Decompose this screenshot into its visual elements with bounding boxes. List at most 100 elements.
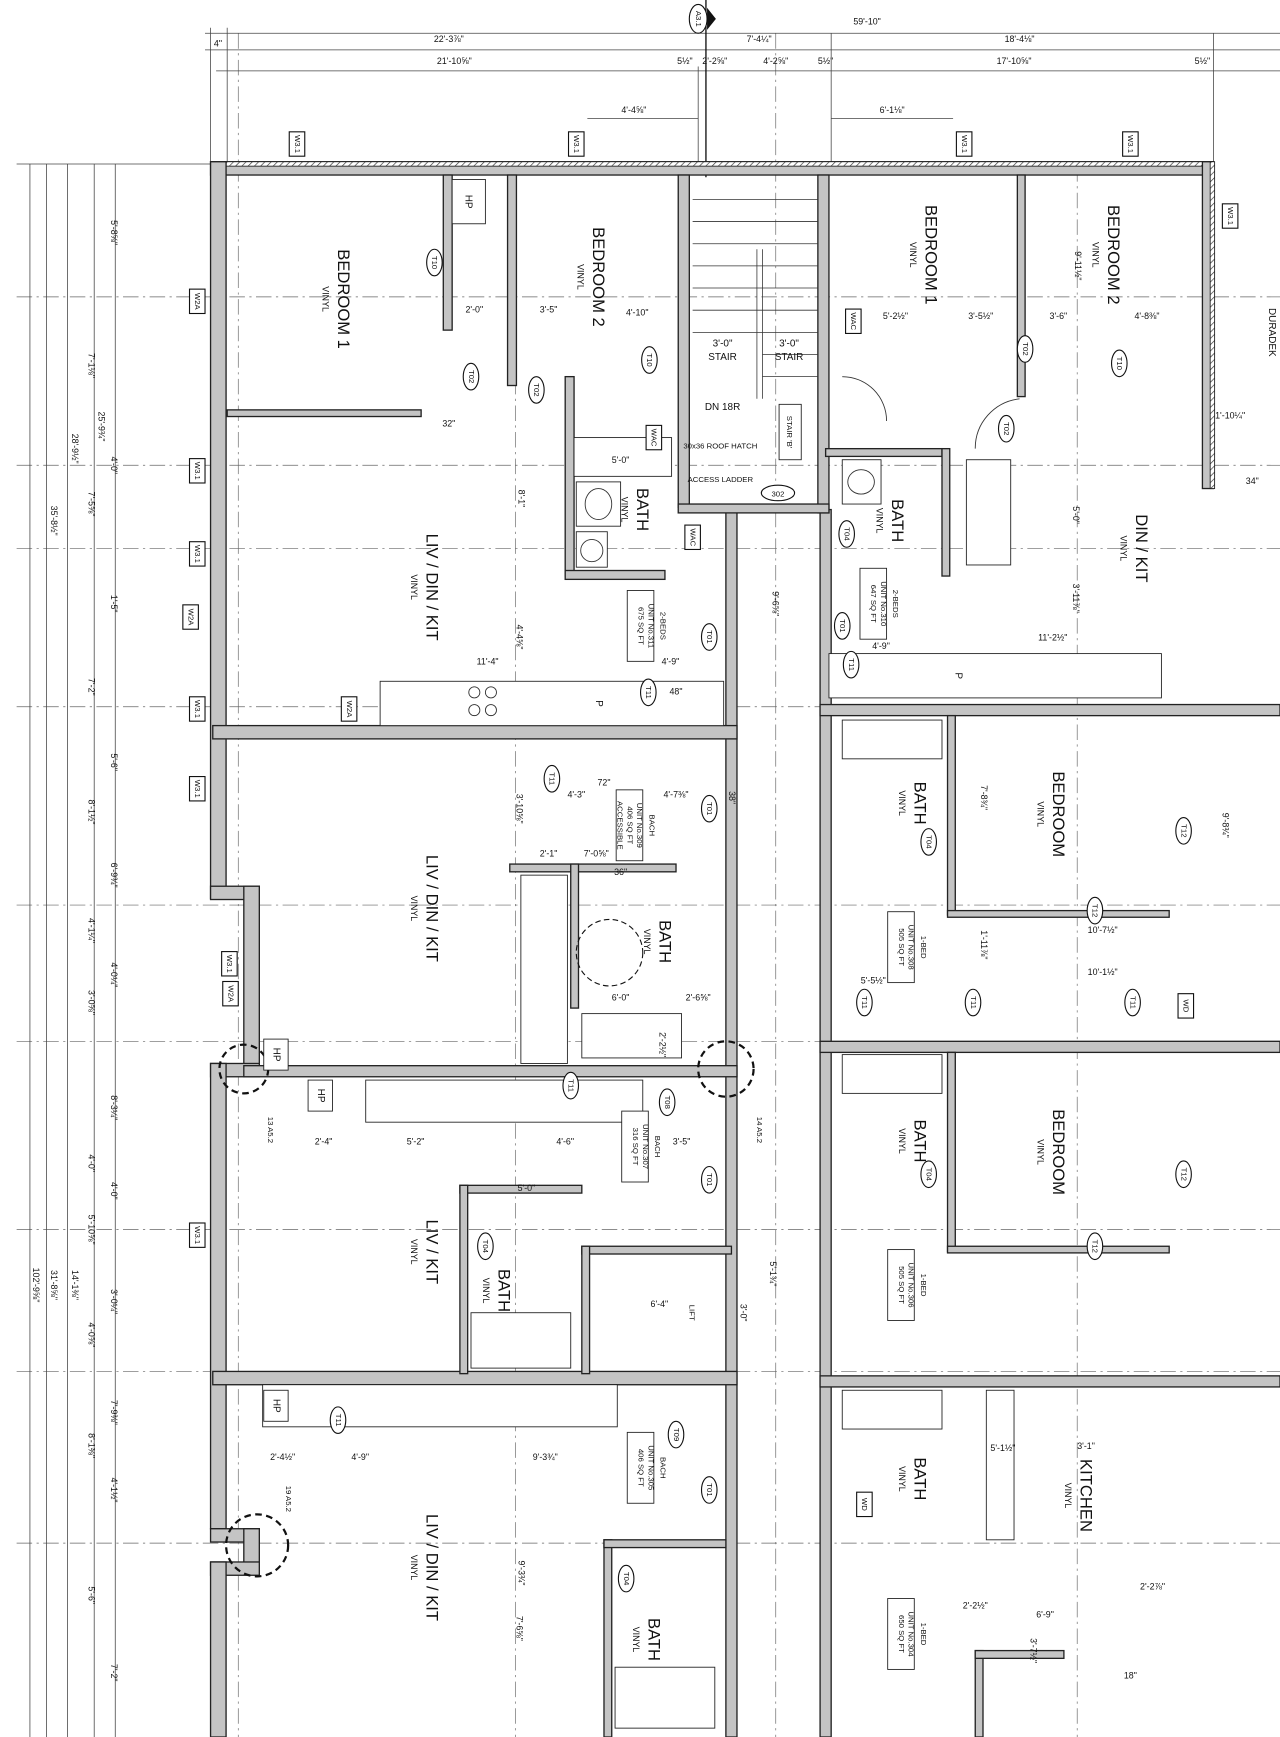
interior-dimension: 5'-1½" <box>990 1443 1015 1453</box>
tag-label: T01 <box>838 619 847 632</box>
door-window-tag[interactable]: T04 <box>838 520 855 548</box>
door-window-tag[interactable]: W3.1 <box>188 696 206 722</box>
door-window-tag[interactable]: W3.1 <box>567 131 585 157</box>
tag-label: T11 <box>567 1079 576 1092</box>
door-window-tag[interactable]: W3.1 <box>955 131 973 157</box>
interior-dimension: 4'-9" <box>872 641 890 651</box>
door-window-tag[interactable]: T12 <box>1175 1160 1192 1189</box>
door-window-tag[interactable]: T04 <box>617 1564 635 1593</box>
interior-dimension: 9'-3¾" <box>517 1561 527 1586</box>
door-window-tag[interactable]: T11 <box>543 764 561 793</box>
door-window-tag[interactable]: T12 <box>1086 896 1104 925</box>
door-window-tag[interactable]: W3.1 <box>188 776 206 802</box>
tag-label: T11 <box>644 686 653 699</box>
door-window-tag[interactable]: T10 <box>426 248 443 277</box>
door-window-tag[interactable]: T02 <box>462 362 480 391</box>
door-window-tag[interactable]: W3.1 <box>188 541 206 567</box>
dim-top: 5½" <box>818 56 833 66</box>
interior-dimension: 3'-7½" <box>1029 1638 1039 1663</box>
door-window-tag[interactable]: T02 <box>997 414 1015 443</box>
interior-dimension: 3'-10⅝" <box>514 794 524 824</box>
door-window-tag[interactable]: WAC <box>684 524 701 551</box>
door-window-tag[interactable]: T04 <box>920 828 938 856</box>
door-window-tag[interactable]: T01 <box>700 623 718 651</box>
door-window-tag[interactable]: T08 <box>658 1088 676 1117</box>
stair-door-tag[interactable]: 302 <box>772 489 785 498</box>
unit-type: 1-BED <box>919 1623 928 1646</box>
dim-left-segment: 7'-2" <box>109 1664 119 1682</box>
door-window-tag[interactable]: W2A <box>182 604 199 630</box>
interior-dimension: 11'-2½" <box>1038 632 1067 642</box>
door-window-tag[interactable]: T01 <box>700 1165 718 1194</box>
interior-dimension: 4'-9" <box>662 657 680 667</box>
heat-pump-label: HP <box>271 1399 282 1413</box>
room-finish: VINYL <box>320 286 330 312</box>
tag-label: T01 <box>705 802 714 815</box>
room-name: BATH <box>633 488 652 531</box>
unit-number: UNIT No.310 <box>879 581 888 626</box>
dim-top: 22'-3⅞" <box>434 34 464 44</box>
tag-label: W3.1 <box>960 135 969 153</box>
door-window-tag[interactable]: T02 <box>1016 335 1034 363</box>
interior-dimension: 18" <box>1124 1670 1137 1680</box>
door-window-tag[interactable]: T04 <box>920 1160 938 1189</box>
unit-number: UNIT No.306 <box>907 1262 916 1307</box>
tag-label: T01 <box>705 1173 714 1186</box>
interior-dimension: 3'-0" <box>738 1304 748 1322</box>
door-window-tag[interactable]: W3.1 <box>221 951 238 977</box>
door-window-tag[interactable]: W2A <box>188 288 206 315</box>
dim-top: 5½" <box>677 56 692 66</box>
tag-label: T11 <box>548 772 557 785</box>
door-window-tag[interactable]: T10 <box>1110 349 1128 378</box>
door-window-tag[interactable]: W2A <box>222 980 239 1007</box>
room-name: BEDROOM 2 <box>1104 205 1123 305</box>
interior-dimension: 7'-6⅝" <box>514 1616 524 1641</box>
door-window-tag[interactable]: T11 <box>856 988 873 1017</box>
door-window-tag[interactable]: T01 <box>700 794 718 823</box>
door-window-tag[interactable]: W3.1 <box>1221 203 1239 229</box>
door-window-tag[interactable]: W3.1 <box>288 131 306 157</box>
room-finish: VINYL <box>409 896 419 922</box>
door-window-tag[interactable]: T01 <box>833 612 851 640</box>
door-window-tag[interactable]: WAC <box>645 424 663 451</box>
section-marker: A3.1 <box>688 3 716 34</box>
room-finish: VINYL <box>575 264 585 290</box>
callout-13: 13 A5.2 <box>266 1117 275 1143</box>
door-window-tag[interactable]: W3.1 <box>188 1222 206 1248</box>
door-window-tag[interactable]: W2A <box>340 696 358 722</box>
dim-left-segment: 8'-1⅜" <box>87 1433 97 1458</box>
door-window-tag[interactable]: T11 <box>329 1406 347 1435</box>
door-window-tag[interactable]: T09 <box>667 1420 685 1449</box>
interior-dimension: 2'-4" <box>315 1136 333 1146</box>
room-name: BEDROOM <box>1049 1109 1068 1195</box>
door-window-tag[interactable]: T11 <box>1124 988 1141 1017</box>
stair-name: STAIR 'B' <box>785 416 794 449</box>
door-window-tag[interactable]: T02 <box>528 376 545 404</box>
door-window-tag[interactable]: T01 <box>700 1476 718 1504</box>
door-window-tag[interactable]: WD <box>1177 993 1195 1019</box>
door-window-tag[interactable]: T12 <box>1086 1232 1104 1261</box>
interior-dimension: 3'-5" <box>673 1136 691 1146</box>
door-window-tag[interactable]: W3.1 <box>188 458 206 484</box>
door-window-tag[interactable]: T11 <box>842 650 860 679</box>
dim-top: 5½" <box>1195 56 1210 66</box>
door-window-tag[interactable]: WD <box>856 1491 873 1518</box>
room-finish: VINYL <box>1035 801 1045 827</box>
room-finish: VINYL <box>1118 536 1128 562</box>
room-name: DIN / KIT <box>1132 514 1151 582</box>
door-window-tag[interactable]: T10 <box>641 346 658 374</box>
door-window-tag[interactable]: WAC <box>845 308 862 334</box>
door-window-tag[interactable]: W3.1 <box>1122 131 1139 157</box>
door-window-tag[interactable]: T11 <box>964 988 982 1017</box>
dim-left-segment: 3'-0⅝" <box>87 990 97 1015</box>
door-window-tag[interactable]: T12 <box>1175 816 1192 845</box>
door-window-tag[interactable]: T04 <box>477 1232 494 1261</box>
tag-label: W2A <box>226 985 235 1003</box>
door-window-tag[interactable]: T11 <box>640 678 657 707</box>
door-window-tag[interactable]: T11 <box>562 1071 580 1100</box>
tag-label: T02 <box>1002 422 1011 435</box>
unit-number: UNIT No.308 <box>907 925 916 970</box>
